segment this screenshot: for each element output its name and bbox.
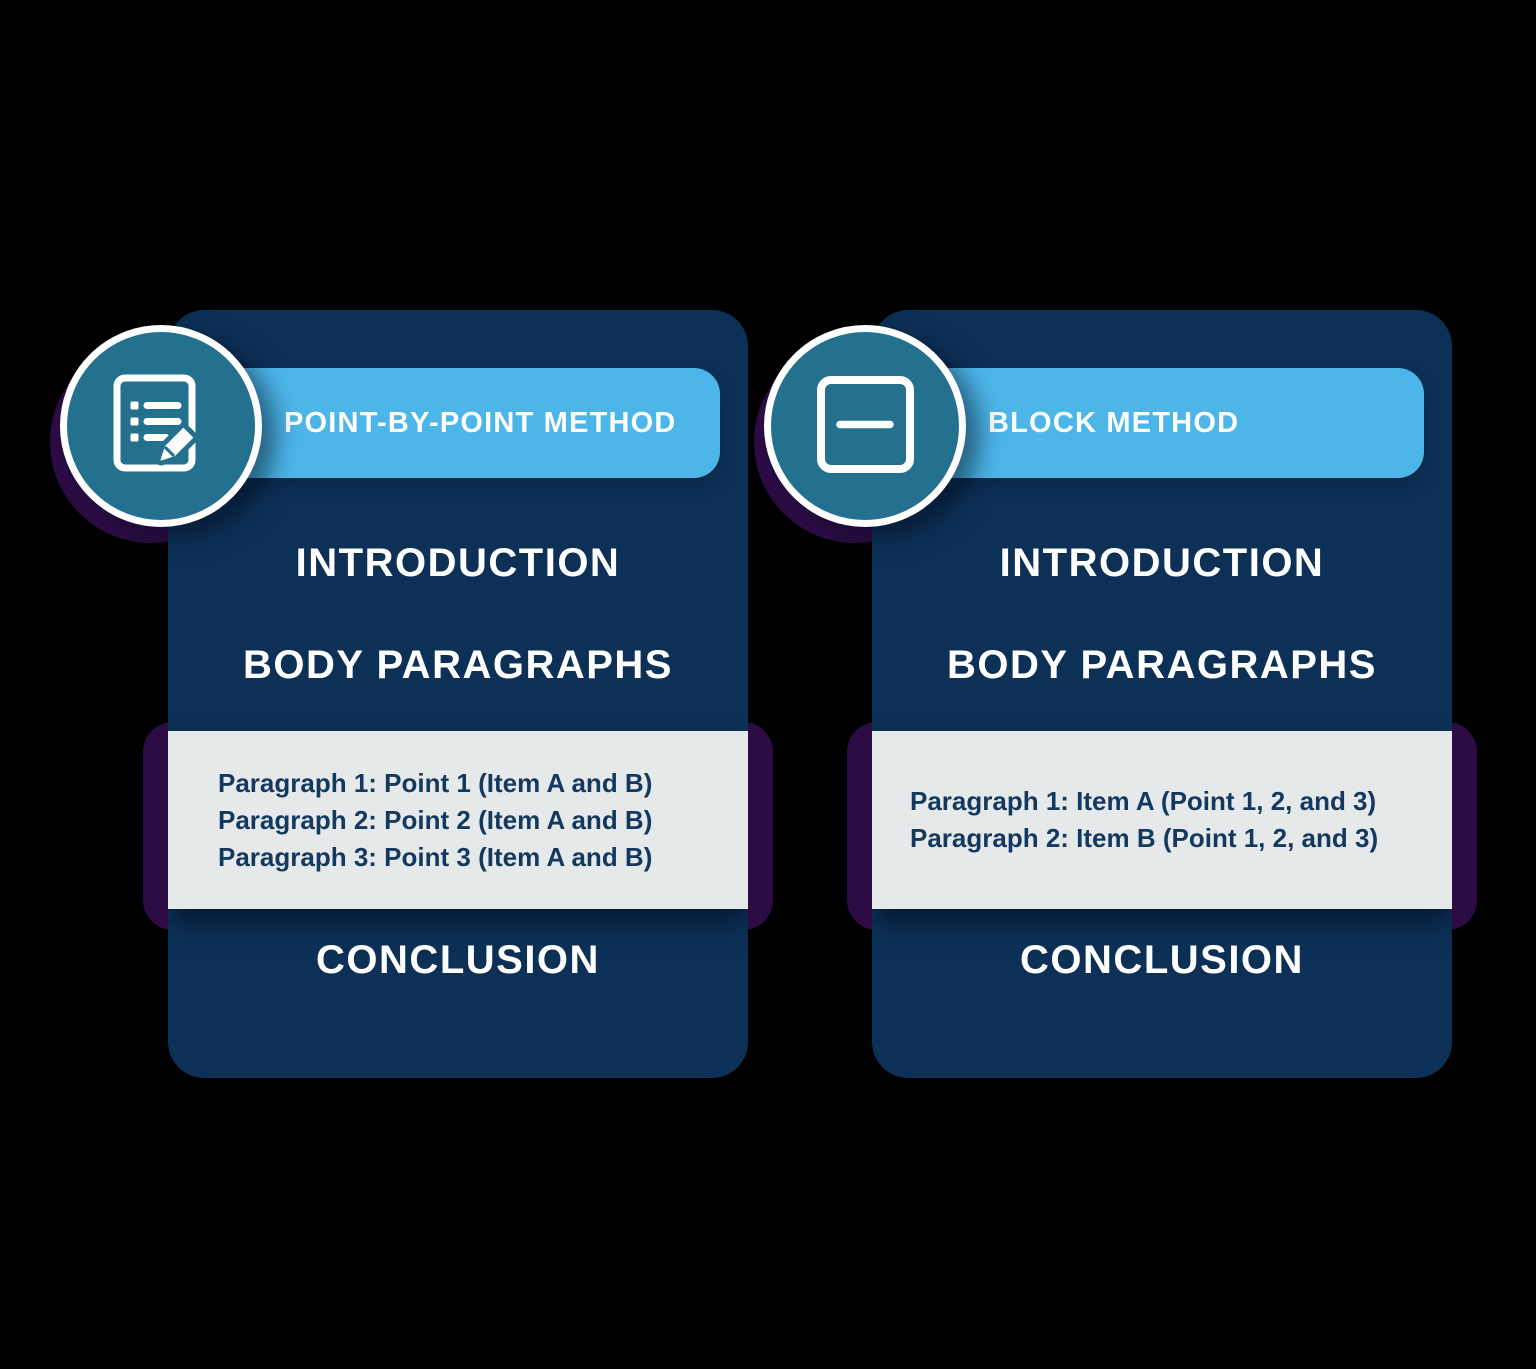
point-by-point-card: POINT-BY-POINT METHOD INTRODUCTION BODY … (50, 310, 773, 1078)
paragraph-line: Paragraph 2: Item B (Point 1, 2, and 3) (910, 823, 1379, 853)
block-method-card: BLOCK METHOD INTRODUCTION BODY PARAGRAPH… (754, 310, 1477, 1078)
card-panel: POINT-BY-POINT METHOD INTRODUCTION BODY … (168, 310, 748, 1078)
paragraph-line: Paragraph 3: Point 3 (Item A and B) (218, 841, 653, 872)
conclusion-heading: CONCLUSION (1020, 938, 1304, 982)
paragraph-plan-strip: Paragraph 1: Item A (Point 1, 2, and 3) … (872, 731, 1452, 909)
introduction-heading: INTRODUCTION (295, 541, 621, 585)
paragraph-line: Paragraph 2: Point 2 (Item A and B) (218, 804, 653, 835)
conclusion-heading: CONCLUSION (316, 938, 600, 982)
body-paragraphs-heading: BODY PARAGRAPHS (947, 643, 1377, 687)
method-banner-label: POINT-BY-POINT METHOD (284, 406, 677, 439)
paragraph-plan-strip: Paragraph 1: Point 1 (Item A and B) Para… (168, 731, 748, 909)
body-paragraphs-heading: BODY PARAGRAPHS (243, 643, 673, 687)
block-square-icon (817, 376, 914, 473)
icon-badge (60, 325, 262, 527)
paragraph-line: Paragraph 1: Point 1 (Item A and B) (218, 767, 653, 798)
card-panel: BLOCK METHOD INTRODUCTION BODY PARAGRAPH… (872, 310, 1452, 1078)
icon-badge (764, 325, 966, 527)
introduction-heading: INTRODUCTION (999, 541, 1325, 585)
paragraph-line: Paragraph 1: Item A (Point 1, 2, and 3) (910, 786, 1377, 816)
method-banner-label: BLOCK METHOD (988, 406, 1240, 439)
method-banner: BLOCK METHOD (916, 368, 1424, 478)
checklist-pencil-icon (113, 374, 199, 472)
method-banner: POINT-BY-POINT METHOD (212, 368, 720, 478)
